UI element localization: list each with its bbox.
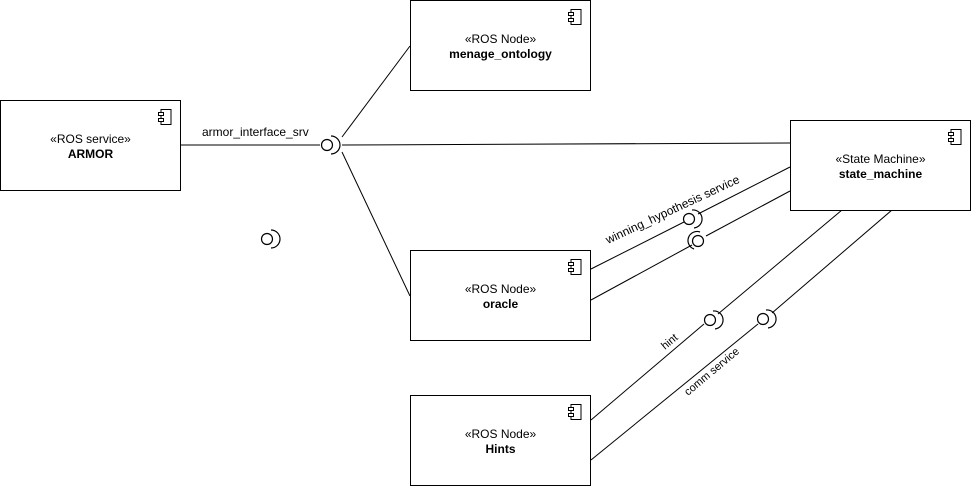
stereotype-label: «ROS Node» (464, 427, 537, 441)
connector-state-comm (771, 209, 893, 314)
label-winning-hypothesis: winning_hypothesis service (602, 172, 742, 247)
connector-interface-oracle (341, 151, 411, 297)
label-comm-service: comm service (682, 345, 742, 398)
component-hints[interactable]: «ROS Node» Hints (410, 395, 591, 486)
stereotype-label: «ROS Node» (464, 32, 537, 46)
component-state-machine[interactable]: «State Machine» state_machine (790, 120, 971, 211)
component-icon (158, 109, 172, 125)
interface-ball-winning-b (691, 234, 705, 248)
interface-ball-hint (703, 313, 717, 327)
connector-state-winning-b (705, 190, 791, 237)
component-oracle[interactable]: «ROS Node» oracle (410, 250, 591, 341)
interface-socket-armor (330, 135, 341, 155)
component-name: Hints (485, 442, 516, 456)
component-name: ARMOR (67, 147, 114, 161)
component-name: menage_ontology (449, 47, 552, 61)
stereotype-label: «State Machine» (835, 152, 926, 166)
interface-socket-orphan (270, 229, 281, 249)
component-icon (568, 9, 582, 25)
component-icon (568, 259, 582, 275)
component-name: oracle (482, 297, 519, 311)
interface-socket-winning-b (687, 230, 701, 250)
label-armor-interface: armor_interface_srv (202, 125, 309, 139)
connector-state-hint (717, 209, 843, 315)
connector-oracle-winning-b (590, 244, 693, 301)
interface-ball-orphan (260, 232, 274, 246)
connector-interface-menage (341, 45, 411, 138)
component-name: state_machine (838, 167, 923, 181)
component-icon (948, 129, 962, 145)
interface-ball-armor (320, 138, 334, 152)
interface-socket-winning-a (691, 209, 703, 229)
connector-hints-hint (590, 323, 705, 421)
interface-ball-winning-a (682, 212, 696, 226)
stereotype-label: «ROS Node» (464, 282, 537, 296)
label-hint: hint (659, 332, 680, 353)
connector-hints-comm (590, 323, 759, 461)
interface-socket-comm (765, 309, 777, 329)
connector-oracle-winning-a (590, 221, 685, 270)
interface-ball-comm (756, 312, 770, 326)
interface-socket-hint (712, 310, 724, 330)
component-icon (568, 404, 582, 420)
component-menage-ontology[interactable]: «ROS Node» menage_ontology (410, 0, 591, 91)
stereotype-label: «ROS service» (50, 132, 131, 146)
component-armor[interactable]: «ROS service» ARMOR (0, 100, 181, 191)
connector-interface-state (341, 142, 791, 146)
connector-state-winning-a (697, 166, 791, 215)
